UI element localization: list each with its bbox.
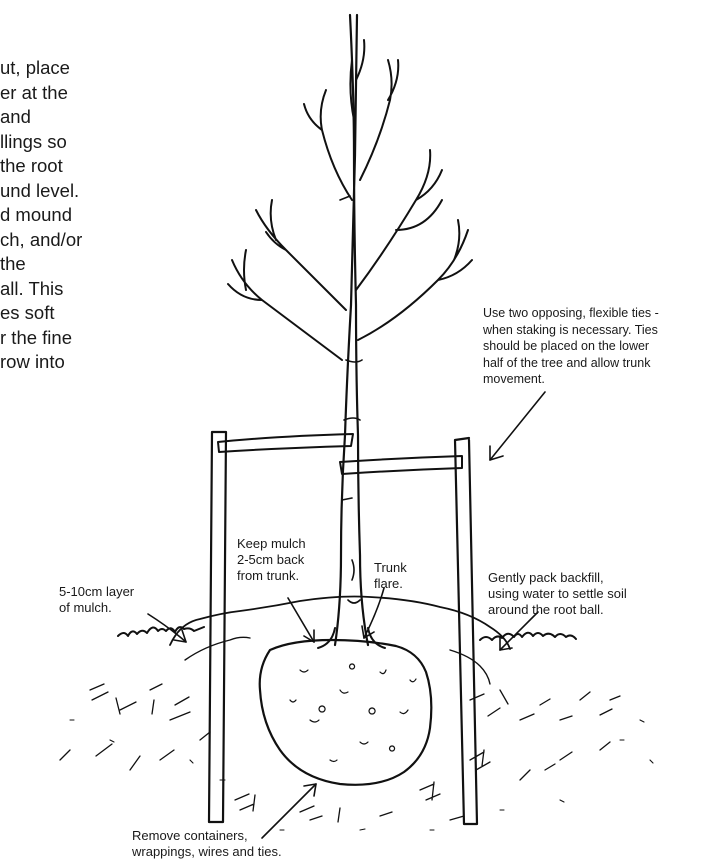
label-line: of mulch.	[59, 600, 134, 616]
label-line: Keep mulch	[237, 536, 306, 552]
label-remove: Remove containers, wrappings, wires and …	[132, 828, 282, 860]
mulch-ring-inner-right	[450, 650, 490, 684]
label-line: 2-5cm back	[237, 552, 306, 568]
arrow-trunk-flare	[364, 588, 384, 638]
root-ball-texture	[290, 664, 416, 762]
label-line: from trunk.	[237, 568, 306, 584]
label-line: movement.	[483, 371, 659, 388]
label-line: when staking is necessary. Ties	[483, 322, 659, 339]
stake-right	[455, 438, 477, 824]
arrow-ties	[490, 392, 545, 460]
label-trunk-flare: Trunk flare.	[374, 560, 407, 592]
stake-left	[209, 432, 226, 822]
label-line: flare.	[374, 576, 407, 592]
ground-line-left	[118, 627, 204, 636]
label-backfill: Gently pack backfill, using water to set…	[488, 570, 627, 618]
soil-texture	[60, 684, 620, 822]
trunk-flare	[318, 628, 385, 648]
ground-line-right	[480, 633, 576, 640]
mulch-ring-inner	[185, 637, 250, 660]
label-line: Remove containers,	[132, 828, 282, 844]
label-mulch-layer: 5-10cm layer of mulch.	[59, 584, 134, 616]
label-line: around the root ball.	[488, 602, 627, 618]
label-line: Gently pack backfill,	[488, 570, 627, 586]
label-line: Use two opposing, flexible ties -	[483, 305, 659, 322]
label-line: should be placed on the lower	[483, 338, 659, 355]
label-line: 5-10cm layer	[59, 584, 134, 600]
arrow-keep-mulch	[288, 598, 314, 642]
label-ties: Use two opposing, flexible ties - when s…	[483, 305, 659, 388]
label-keep-mulch: Keep mulch 2-5cm back from trunk.	[237, 536, 306, 584]
label-line: Trunk	[374, 560, 407, 576]
label-line: using water to settle soil	[488, 586, 627, 602]
soil-dashes	[70, 720, 653, 830]
tie-left	[218, 434, 353, 452]
label-line: wrappings, wires and ties.	[132, 844, 282, 860]
label-line: half of the tree and allow trunk	[483, 355, 659, 372]
